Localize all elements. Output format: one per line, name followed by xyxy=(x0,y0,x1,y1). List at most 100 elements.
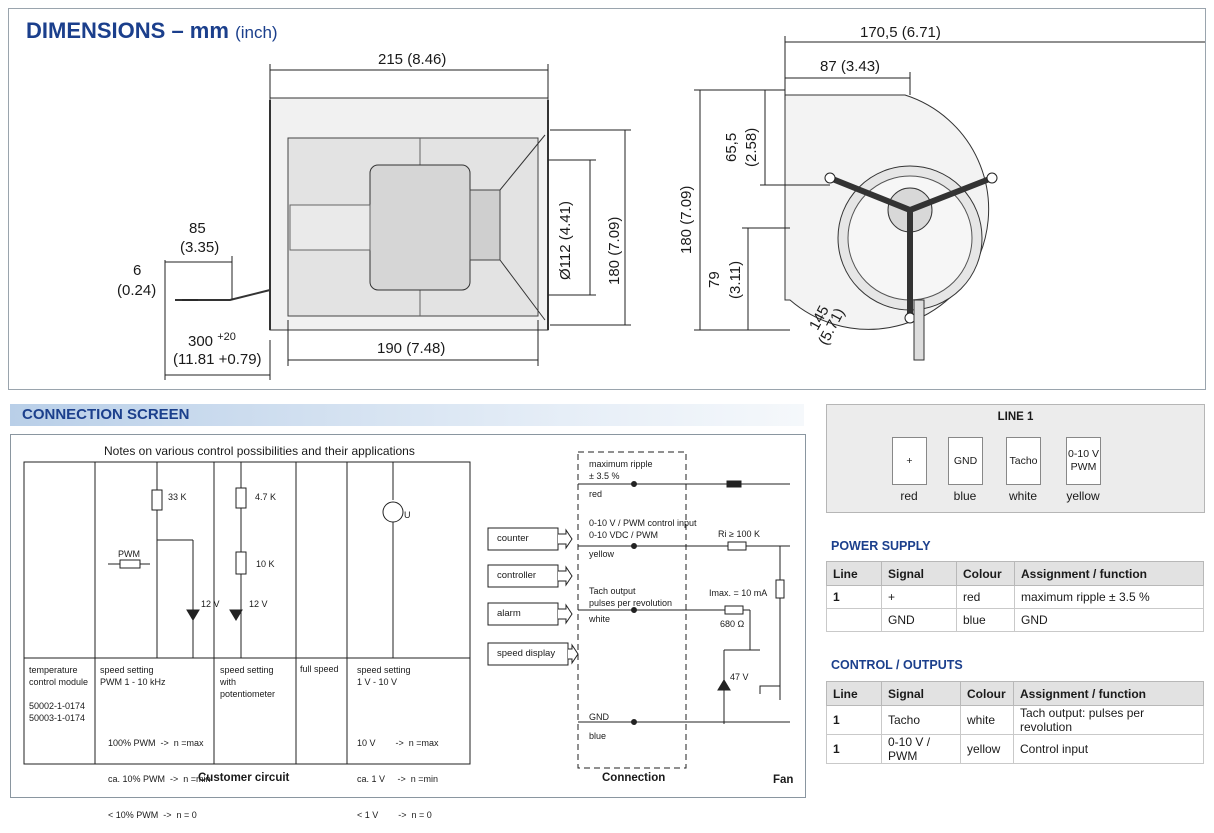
dim-6: 6 xyxy=(133,262,142,279)
line1-title: LINE 1 xyxy=(997,411,1034,423)
power-supply-title: POWER SUPPLY xyxy=(831,539,931,553)
counter-box: counter xyxy=(497,533,529,544)
co-header-colour: Colour xyxy=(960,681,1014,706)
col5b-line-1: ca. 1 V -> n =min xyxy=(357,774,439,784)
col1-line-2 xyxy=(29,688,88,700)
wire-yellow-label: yellow xyxy=(589,549,615,559)
table-row: GND blue GND xyxy=(826,608,1204,632)
co-cell: 1 xyxy=(826,734,882,764)
pin-tacho-colour: white xyxy=(1008,489,1037,503)
ps-header-assignment: Assignment / function xyxy=(1014,561,1204,586)
col-temperature-module: temperature control module 50002-1-0174 … xyxy=(29,664,88,724)
ps-cell: GND xyxy=(1014,608,1204,632)
dimension-drawing xyxy=(164,36,1205,380)
ri-label: Ri ≥ 100 K xyxy=(718,529,760,539)
col5b-line-2: < 1 V -> n = 0 xyxy=(357,810,432,820)
zener-12v-a-label: 12 V xyxy=(201,599,220,609)
co-cell: Control input xyxy=(1013,734,1204,764)
dim-190: 190 (7.48) xyxy=(377,340,446,357)
col3-line-0: speed setting xyxy=(220,665,274,675)
speed-display-box: speed display xyxy=(497,648,556,659)
ps-cell: maximum ripple ± 3.5 % xyxy=(1014,585,1204,609)
wire-white-label: white xyxy=(589,614,611,624)
col2b-line-2: < 10% PWM -> n = 0 xyxy=(108,810,197,820)
power-supply-table: Line Signal Colour Assignment / function… xyxy=(826,561,1204,632)
ps-header-colour: Colour xyxy=(956,561,1015,586)
ctrl-line-0: 0-10 V / PWM control input xyxy=(589,518,697,528)
tach-line-0: Tach output xyxy=(589,586,636,596)
co-cell: white xyxy=(960,705,1014,735)
col2b-line-1: ca. 10% PWM -> n =min xyxy=(108,774,211,784)
wire-red-label: red xyxy=(589,489,603,499)
r680-label: 680 Ω xyxy=(720,619,745,629)
tach-line-1: pulses per revolution xyxy=(589,598,673,608)
col2-line-0: speed setting xyxy=(100,665,154,675)
col-voltage-speed: speed setting 1 V - 10 V xyxy=(357,664,411,688)
connection-schematic xyxy=(23,451,790,769)
alarm-box: alarm xyxy=(497,608,521,619)
z47v-label: 47 V xyxy=(730,672,749,682)
co-cell: yellow xyxy=(960,734,1014,764)
col5-line-0: speed setting xyxy=(357,665,411,675)
pin-gnd: GND xyxy=(948,437,983,485)
connection-title-bar xyxy=(10,404,804,426)
col-potentiometer: speed setting with potentiometer xyxy=(220,664,275,700)
resistor-4-7k-label: 4.7 K xyxy=(255,492,277,502)
resistor-33k-label: 33 K xyxy=(168,492,187,502)
dim-300: 300 +20 xyxy=(188,331,236,350)
dim-6-inch: (0.24) xyxy=(117,282,157,299)
ps-cell xyxy=(826,608,882,632)
pin-pwm: 0-10 V PWM xyxy=(1066,437,1101,485)
dim-300-value: 300 xyxy=(188,333,214,350)
connection-panel xyxy=(10,434,806,798)
dimensions-title-text: DIMENSIONS – mm xyxy=(26,18,229,43)
controller-box: controller xyxy=(497,570,537,581)
ctrl-line-1: 0-10 VDC / PWM xyxy=(589,530,659,540)
imax-label: Imax. = 10 mA xyxy=(709,588,768,598)
tach-note: Tach output pulses per revolution xyxy=(589,585,672,609)
pin-plus: + xyxy=(892,437,927,485)
dim-85-inch: (3.35) xyxy=(180,239,220,256)
table-row: 1 + red maximum ripple ± 3.5 % xyxy=(826,585,1204,609)
fan-label: Fan xyxy=(773,774,794,786)
table-row: 1 Tacho white Tach output: pulses per re… xyxy=(826,705,1204,735)
co-cell: Tacho xyxy=(881,705,961,735)
dim-85: 85 xyxy=(189,220,206,237)
col2b-line-0: 100% PWM -> n =max xyxy=(108,738,204,748)
control-outputs-title: CONTROL / OUTPUTS xyxy=(831,658,963,672)
zener-12v-b-label: 12 V xyxy=(249,599,268,609)
col1-line-4: 50003-1-0174 xyxy=(29,713,86,723)
pin-gnd-colour: blue xyxy=(953,489,977,503)
col2-line-1: PWM 1 - 10 kHz xyxy=(100,677,166,687)
co-cell: 0-10 V / PWM xyxy=(881,734,961,764)
col-full-speed: full speed xyxy=(300,664,339,674)
pin-plus-colour: red xyxy=(900,489,918,503)
line1-connector-panel: LINE 1 + GND Tacho 0-10 V PWM red blue w… xyxy=(826,404,1205,513)
col-voltage-table: 10 V -> n =max ca. 1 V -> n =min < 1 V -… xyxy=(357,713,439,833)
col-pwm-speed: speed setting PWM 1 - 10 kHz xyxy=(100,664,166,688)
control-input-note: 0-10 V / PWM control input 0-10 VDC / PW… xyxy=(589,517,697,541)
control-outputs-header-row: Line Signal Colour Assignment / function xyxy=(826,681,1204,706)
co-header-signal: Signal xyxy=(881,681,961,706)
ps-cell: 1 xyxy=(826,585,882,609)
ps-header-signal: Signal xyxy=(881,561,957,586)
ps-cell: red xyxy=(956,585,1015,609)
control-outputs-table: Line Signal Colour Assignment / function… xyxy=(826,681,1204,764)
co-cell: Tach output: pulses per revolution xyxy=(1013,705,1204,735)
potentiometer-10k-label: 10 K xyxy=(256,559,275,569)
ripple-line-1: ± 3.5 % xyxy=(589,471,620,481)
connection-title: CONNECTION SCREEN xyxy=(22,406,190,423)
dimensions-panel xyxy=(8,8,1206,390)
col5b-line-0: 10 V -> n =max xyxy=(357,738,439,748)
pin-tacho: Tacho xyxy=(1006,437,1041,485)
dimensions-unit: (inch) xyxy=(235,23,278,42)
col1-line-3: 50002-1-0174 xyxy=(29,701,86,711)
table-row: 1 0-10 V / PWM yellow Control input xyxy=(826,734,1204,764)
connection-label: Connection xyxy=(602,772,666,784)
ps-cell: blue xyxy=(956,608,1015,632)
ps-cell: + xyxy=(881,585,957,609)
wire-blue-label: blue xyxy=(589,731,607,741)
dim-170-5: 170,5 (6.71) xyxy=(860,24,941,41)
ripple-line-0: maximum ripple xyxy=(589,459,653,469)
meter-u-label: U xyxy=(404,510,411,520)
